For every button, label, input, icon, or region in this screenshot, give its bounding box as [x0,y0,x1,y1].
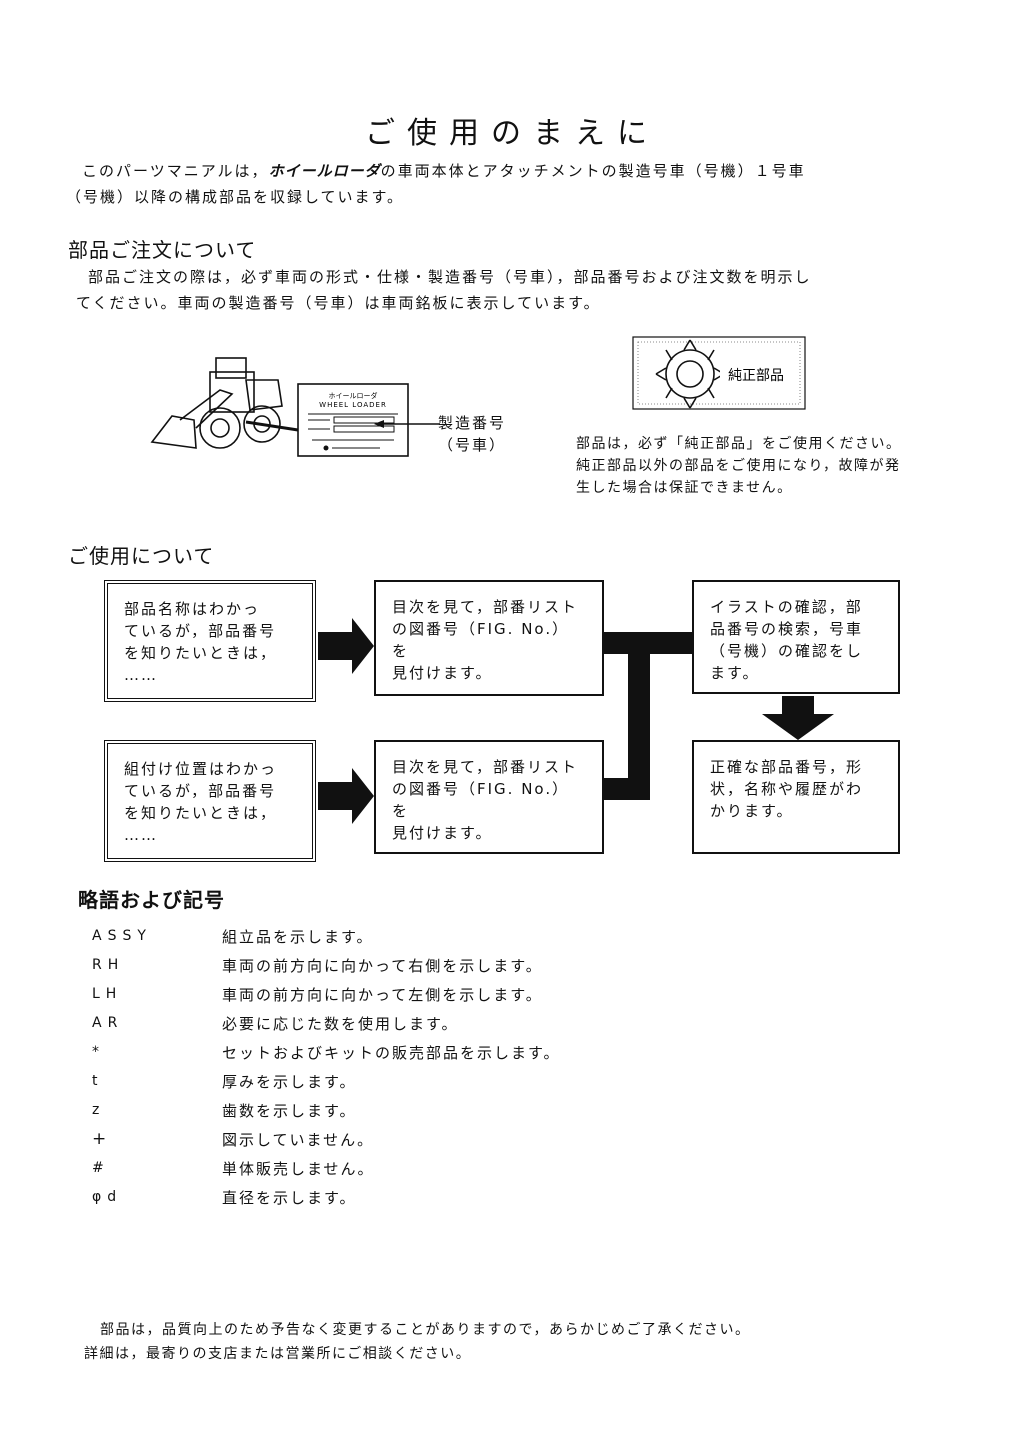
serial-label-line-1: 製造番号 [438,414,507,432]
serial-number-label: 製造番号 （号車） [438,412,506,456]
box-line: （号機）の確認をし [710,642,864,660]
genuine-badge-label: 純正部品 [728,368,784,384]
intro-line-1: このパーツマニアルは，ホイールローダの車両本体とアタッチメントの製造号車（号機）… [82,158,982,184]
genuine-parts-note: 部品は，必ず「純正部品」をご使用ください。 純正部品以外の部品をご使用になり，故… [576,433,996,499]
abbr-section-heading: 略語および記号 [78,888,225,912]
box-line: の図番号（FIG. No.）を [392,620,570,660]
box-line: を知りたいときは， [124,644,278,662]
box-line: を知りたいときは， [124,804,278,822]
connector-vertical [628,632,650,800]
genuine-note-line-2: 純正部品以外の部品をご使用になり，故障が発 [576,458,901,474]
box-line: 目次を見て，部番リスト [392,598,578,616]
footer-line-1: 部品は，品質向上のため予告なく変更することがありますので，あらかじめご了承くださ… [100,1322,751,1338]
order-section-heading: 部品ご注文について [68,238,257,262]
footer-note: 部品は，品質向上のため予告なく変更することがありますので，あらかじめご了承くださ… [84,1318,984,1366]
box-line: ているが，部品番号 [124,622,277,640]
box-line: 目次を見て，部番リスト [392,758,578,776]
gear-icon [655,339,725,409]
flow-box-name-known: 部品名称はわかっ ているが，部品番号 を知りたいときは， …… [104,580,316,702]
order-paragraph: 部品ご注文の際は，必ず車両の形式・仕様・製造番号（号車），部品番号および注文数を… [76,264,988,316]
box-line: 見付けます。 [392,824,493,842]
intro-paragraph: このパーツマニアルは，ホイールローダの車両本体とアタッチメントの製造号車（号機）… [66,158,982,210]
flow-box-result: 正確な部品番号，形 状，名称や履歴がわ かります。 [692,740,900,854]
box-line: 部品名称はわかっ [124,600,261,618]
flow-box-confirm: イラストの確認，部 品番号の検索，号車 （号機）の確認をし ます。 [692,580,900,694]
flow-box-toc-2: 目次を見て，部番リスト の図番号（FIG. No.）を 見付けます。 [374,740,604,854]
abbr-description: 図示していません。 [222,1131,375,1149]
genuine-note-line-3: 生した場合は保証できません。 [576,480,793,496]
box-line: ます。 [710,664,760,682]
bucket-shape [150,415,197,449]
brand-name: ホイールローダ [268,162,381,180]
intro-line-2: （号機）以降の構成部品を収録しています。 [66,188,405,206]
box-line: イラストの確認，部 [710,598,863,616]
abbr-code: ASSY [92,928,152,944]
abbr-description: 直径を示します。 [222,1189,357,1207]
box-line: の図番号（FIG. No.）を [392,780,570,820]
box-line: 状，名称や履歴がわ [710,780,864,798]
box-line: 品番号の検索，号車 [710,620,864,638]
usage-section-heading: ご使用について [68,544,215,568]
plate-title-jp: ホイールローダ [329,391,378,400]
flow-box-toc-1: 目次を見て，部番リスト の図番号（FIG. No.）を 見付けます。 [374,580,604,696]
serial-label-line-2: （号車） [438,436,507,454]
footer-line-2: 詳細は，最寄りの支店または営業所にご相談ください。 [84,1346,472,1362]
abbr-code: z [92,1102,106,1118]
intro-line-1-pre: このパーツマニアルは， [82,162,269,180]
abbr-description: セットおよびキットの販売部品を示します。 [222,1044,561,1062]
abbr-code: RH [92,957,125,973]
order-line-1: 部品ご注文の際は，必ず車両の形式・仕様・製造番号（号車），部品番号および注文数を… [88,268,812,286]
abbr-code: # [92,1160,110,1176]
box-line: 正確な部品番号，形 [710,758,864,776]
wheel-loader-illustration: ホイールローダ WHEEL LOADER [150,357,440,457]
box-line: …… [124,826,158,844]
abbr-code: + [92,1129,113,1149]
abbr-description: 必要に応じた数を使用します。 [222,1015,459,1033]
nameplate: ホイールローダ WHEEL LOADER [297,383,409,457]
genuine-note-line-1: 部品は，必ず「純正部品」をご使用ください。 [576,436,902,452]
abbr-code: AR [92,1015,124,1031]
box-line: 見付けます。 [392,664,493,682]
abbr-description: 単体販売しません。 [222,1160,375,1178]
page-title: ご使用のまえに [365,116,659,151]
abbr-description: 厚みを示します。 [222,1073,357,1091]
box-line: ているが，部品番号 [124,782,277,800]
abbr-description: 車両の前方向に向かって左側を示します。 [222,986,543,1004]
abbr-description: 歯数を示します。 [222,1102,357,1120]
arrow-right-icon [318,768,374,824]
abbr-code: t [92,1073,104,1089]
genuine-parts-badge: 純正部品 [632,336,806,410]
order-line-2: てください。車両の製造番号（号車）は車両銘板に表示しています。 [76,294,601,312]
box-line: 組付け位置はわかっ [124,760,278,778]
flow-box-location-known: 組付け位置はわかっ ているが，部品番号 を知りたいときは， …… [104,740,316,862]
abbr-code: φd [92,1189,123,1205]
flow-arrows [318,618,834,824]
plate-title-en: WHEEL LOADER [319,401,387,409]
connector-bottom [604,778,650,800]
box-line: かります。 [710,802,794,820]
box-line: …… [124,666,158,684]
abbr-code: LH [92,986,123,1002]
abbr-code: * [92,1044,105,1060]
abbr-description: 組立品を示します。 [222,928,374,946]
abbr-description: 車両の前方向に向かって右側を示します。 [222,957,543,975]
intro-line-1-post: の車両本体とアタッチメントの製造号車（号機）１号車 [380,162,806,180]
arrow-right-icon [318,618,374,674]
arrow-down-icon [762,696,834,740]
